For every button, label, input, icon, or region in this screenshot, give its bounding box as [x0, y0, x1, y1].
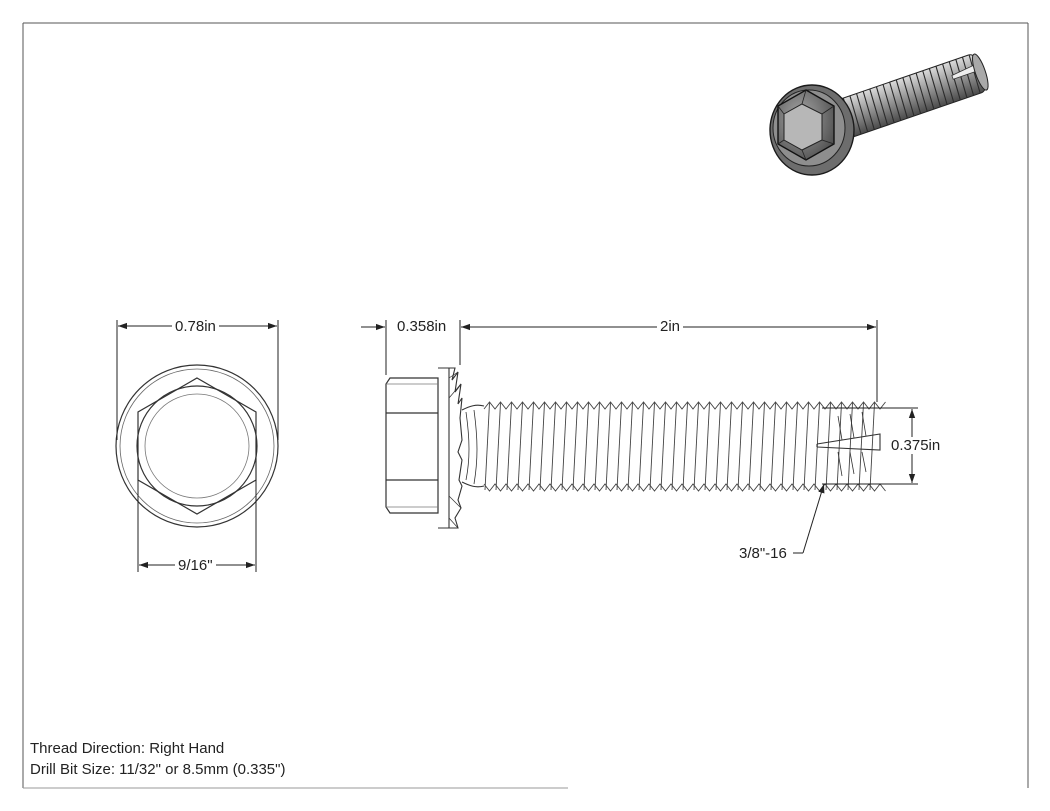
thread-crest-line — [737, 402, 743, 491]
iso-thread-line — [948, 61, 961, 101]
thread-crest-line — [781, 402, 787, 491]
drill-bit-size-note: Drill Bit Size: 11/32" or 8.5mm (0.335") — [30, 761, 286, 778]
thread-crest-line — [704, 402, 710, 491]
thread-crest-top — [483, 401, 886, 410]
thread-crest-line — [616, 402, 622, 491]
iso-thread-line — [902, 77, 915, 117]
bolt-isometric-view — [769, 53, 989, 176]
head-height-label: 0.358in — [394, 318, 450, 335]
flange-diameter-dimension — [116, 320, 279, 440]
iso-thread-line — [968, 54, 981, 94]
iso-thread-line — [942, 63, 955, 103]
serrated-flange — [438, 367, 463, 529]
thread-crest-line — [792, 402, 798, 491]
bolt-end-view — [115, 364, 279, 528]
thread-crest-line — [539, 402, 545, 491]
iso-thread-line — [849, 95, 862, 135]
iso-thread-line — [955, 59, 968, 98]
iso-thread-line — [862, 91, 875, 130]
threaded-shank — [483, 401, 886, 492]
thread-crest-line — [759, 402, 765, 491]
thread-crest-line — [605, 402, 611, 491]
iso-thread-line — [882, 84, 895, 124]
iso-thread-line — [922, 70, 935, 110]
thread-crest-line — [671, 402, 677, 491]
head-height-dimension — [361, 320, 461, 375]
thread-callout-leader — [793, 483, 825, 554]
iso-thread-line — [935, 66, 948, 105]
thread-crest-line — [572, 402, 578, 491]
hex-across-flats-label: 9/16" — [175, 557, 216, 574]
thread-callout-label: 3/8"-16 — [736, 545, 790, 562]
thread-crest-line — [836, 402, 842, 491]
iso-thread-line — [895, 79, 908, 119]
iso-thread-line — [889, 81, 902, 121]
iso-thread-line — [875, 86, 889, 126]
thread-crest-line — [550, 402, 556, 491]
thread-crest-line — [693, 402, 699, 491]
thread-crest-line — [627, 402, 633, 491]
thread-crest-line — [660, 402, 666, 491]
thread-crest-line — [506, 402, 512, 491]
thread-crest-bottom — [483, 483, 886, 492]
thread-crest-line — [594, 402, 600, 491]
thread-crest-line — [715, 402, 721, 491]
thread-crest-line — [528, 402, 534, 491]
thread-cutting-slot — [816, 411, 881, 477]
thread-diameter-label: 0.375in — [888, 437, 944, 454]
thread-crest-line — [484, 402, 490, 491]
thread-crest-line — [561, 402, 567, 491]
sheet-border — [22, 22, 1029, 789]
thread-crest-line — [803, 402, 809, 491]
thread-crest-line — [682, 402, 688, 491]
bolt-side-view — [385, 367, 886, 529]
iso-thread-line — [915, 72, 928, 112]
thread-crest-line — [869, 402, 875, 491]
thread-crest-line — [638, 402, 644, 491]
length-label: 2in — [657, 318, 684, 335]
thread-crest-line — [770, 402, 776, 491]
thread-direction-note: Thread Direction: Right Hand — [30, 740, 225, 757]
thread-crest-line — [583, 402, 589, 491]
shank-shoulder — [461, 404, 485, 488]
thread-crest-line — [847, 402, 853, 491]
iso-thread-line — [856, 93, 869, 133]
thread-crest-line — [748, 402, 754, 491]
thread-crest-line — [649, 402, 655, 491]
thread-crest-line — [726, 402, 732, 491]
hex-head — [385, 377, 439, 514]
iso-thread-line — [869, 88, 882, 128]
thread-crest-line — [495, 402, 501, 491]
iso-thread-line — [908, 75, 922, 114]
thread-crest-line — [517, 402, 523, 491]
iso-thread-line — [928, 68, 942, 108]
iso-thread-line — [961, 56, 975, 96]
thread-crest-line — [825, 402, 831, 491]
flange-diameter-label: 0.78in — [172, 318, 219, 335]
